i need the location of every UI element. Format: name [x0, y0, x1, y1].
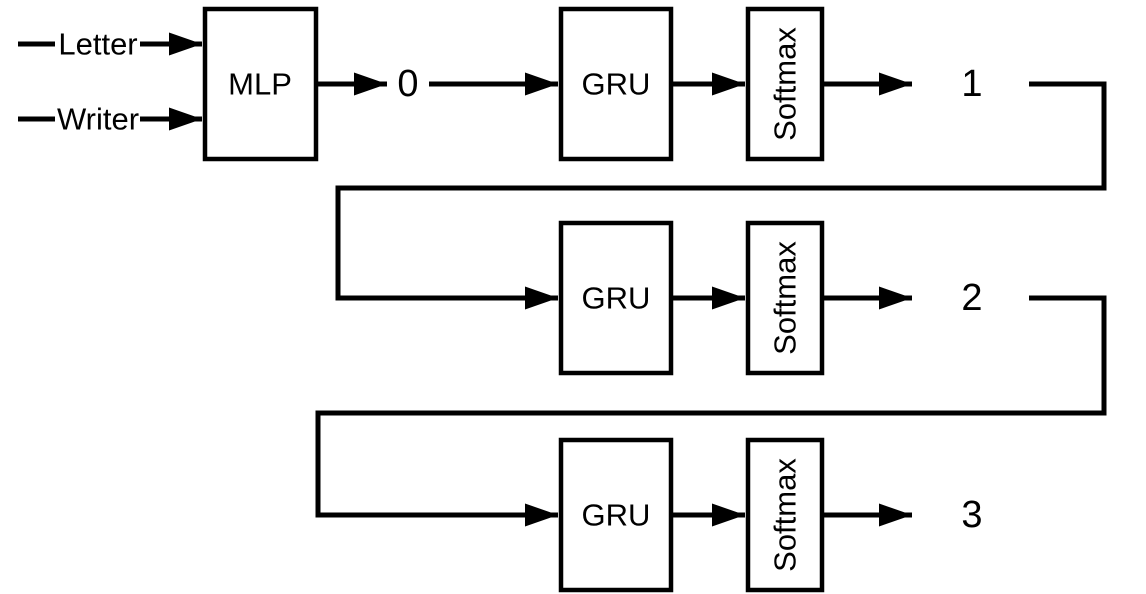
gru-label-3: GRU [582, 498, 651, 533]
input-writer-label: Writer [57, 102, 139, 137]
connector-token2-to-gru3 [315, 295, 1107, 527]
gru-box-2 [558, 220, 674, 376]
gru-label-1: GRU [582, 67, 651, 102]
softmax-box-2 [745, 220, 825, 376]
token-1-label: 1 [961, 63, 982, 105]
softmax-label-1: Softmax [768, 27, 803, 141]
gru-label-2: GRU [582, 281, 651, 316]
softmax-label-2: Softmax [768, 241, 803, 355]
mlp-label: MLP [228, 67, 292, 102]
gru-box-1 [558, 6, 674, 162]
gru-box-3 [558, 437, 674, 593]
softmax-label-3: Softmax [768, 458, 803, 572]
softmax-box-3 [745, 437, 825, 593]
token-3-label: 3 [961, 494, 982, 536]
input-letter-label: Letter [58, 27, 137, 62]
mlp-box [202, 6, 319, 162]
softmax-box-1 [745, 6, 825, 162]
connector-token1-to-gru2 [335, 81, 1107, 310]
token-0-label: 0 [397, 63, 418, 105]
token-2-label: 2 [961, 277, 982, 319]
